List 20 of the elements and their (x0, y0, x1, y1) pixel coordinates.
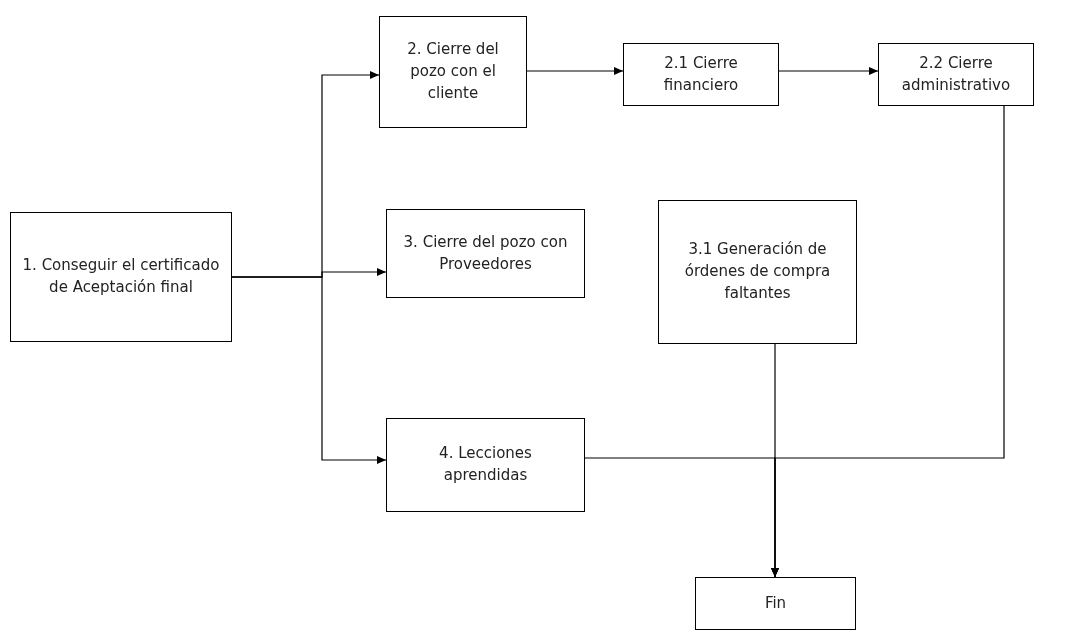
arrow (778, 67, 879, 75)
process-box (379, 16, 527, 128)
box-label: 1. Conseguir el certificado de Aceptación final (21, 255, 221, 298)
process-box (623, 43, 779, 106)
arrow (771, 105, 1005, 578)
process-box (386, 418, 585, 512)
process-box (10, 212, 232, 342)
box-label: 4. Lecciones aprendidas (438, 443, 533, 486)
arrow (231, 276, 387, 464)
box-label: Fin (764, 592, 787, 614)
process-box (695, 577, 856, 630)
process-box (878, 43, 1034, 106)
box-label: 2. Cierre del pozo con el cliente (406, 39, 500, 104)
process-box (386, 209, 585, 298)
box-label: 3. Cierre del pozo con Proveedores (402, 231, 569, 275)
box-label: 2.2 Cierre administrativo (900, 52, 1012, 96)
arrow (526, 67, 624, 75)
process-box (658, 200, 857, 344)
box-label: 3.1 Generación de órdenes de compra faltantes (683, 239, 832, 304)
box-label: 2.1 Cierre financiero (662, 52, 740, 96)
